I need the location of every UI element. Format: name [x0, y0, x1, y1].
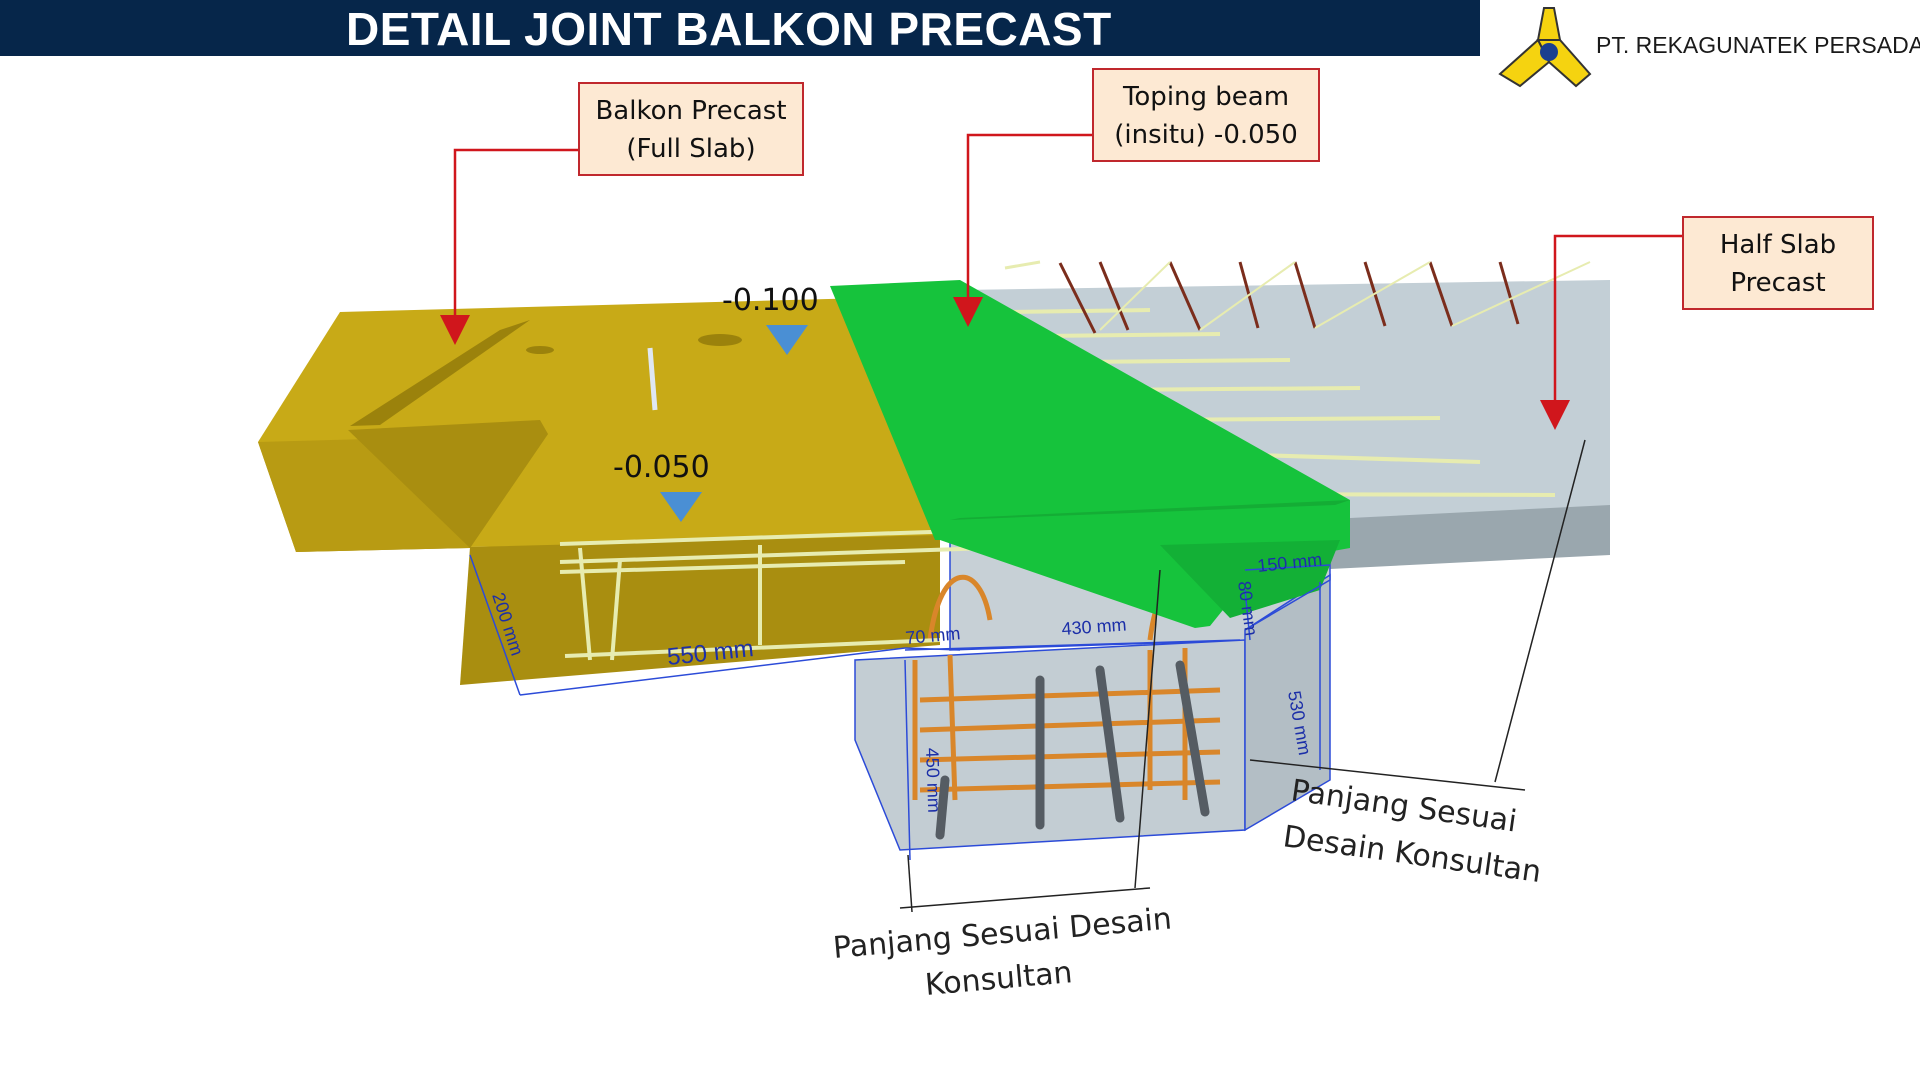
callout-line: Toping beam — [1122, 82, 1290, 112]
company-logo-icon — [1498, 7, 1592, 88]
header-bar — [0, 0, 1480, 56]
callout-toping-beam: Toping beam (insitu) -0.050 — [1092, 68, 1320, 162]
dim-70: 70 mm — [905, 623, 962, 648]
level-mid-label: -0.050 — [613, 450, 710, 485]
balkon-precast-slab — [258, 296, 940, 685]
dimension-lines — [469, 554, 1331, 861]
callout-arrows — [440, 133, 1682, 430]
level-top-marker-icon — [766, 325, 808, 355]
callout-line: (Full Slab) — [626, 134, 756, 164]
callout-line: (insitu) -0.050 — [1114, 120, 1298, 150]
page-title: DETAIL JOINT BALKON PRECAST — [346, 3, 1112, 55]
callout-line: Precast — [1730, 268, 1826, 298]
callout-line: Half Slab — [1719, 230, 1837, 260]
callout-balkon-precast: Balkon Precast (Full Slab) — [578, 82, 804, 176]
level-mid-marker-icon — [660, 492, 702, 522]
toping-beam-insitu — [830, 280, 1350, 628]
dim-450: 450 mm — [922, 747, 944, 813]
note-leader-lines — [899, 439, 1586, 913]
main-bars — [935, 660, 1210, 840]
company-name: PT. REKAGUNATEK PERSADA — [1596, 32, 1920, 58]
note-bottom-line-1: Panjang Sesuai Desain — [832, 901, 1174, 965]
level-top-label: -0.100 — [722, 283, 819, 318]
callout-half-slab: Half Slab Precast — [1682, 216, 1874, 310]
level-markers: -0.100 -0.050 — [613, 283, 819, 522]
note-bottom-line-2: Konsultan — [924, 955, 1074, 1003]
callout-line: Balkon Precast — [595, 96, 787, 126]
dim-430: 430 mm — [1061, 615, 1127, 639]
